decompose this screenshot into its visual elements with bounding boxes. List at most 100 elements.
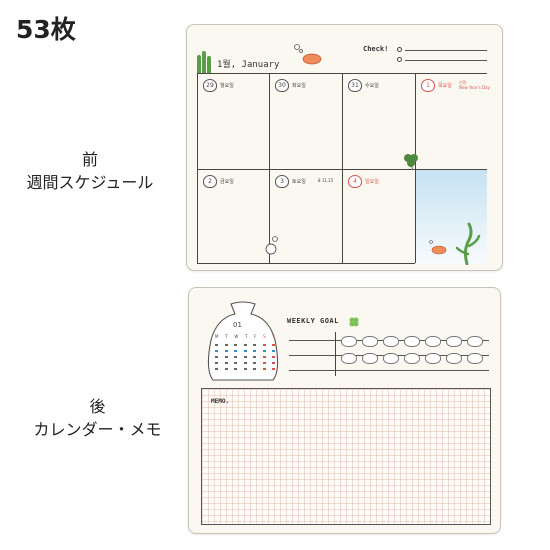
- goal-cloud-sticker[interactable]: [467, 336, 483, 347]
- seaweed-fish-icon: [429, 222, 481, 265]
- mini-calendar-day-mark: [253, 356, 256, 358]
- mini-calendar-day-mark: [215, 344, 218, 346]
- grid-col-0: [197, 73, 199, 263]
- goal-cloud-sticker[interactable]: [383, 353, 399, 364]
- back-label-desc: カレンダー・メモ: [33, 420, 162, 439]
- plant-icon: [197, 51, 211, 73]
- goal-cloud-sticker[interactable]: [467, 353, 483, 364]
- back-label: 後 カレンダー・メモ: [10, 395, 185, 441]
- mini-calendar-day-mark: [262, 362, 266, 364]
- clover-icon: [404, 154, 418, 171]
- back-label-title: 後: [89, 397, 106, 416]
- check-label: Check!: [363, 45, 389, 53]
- mini-calendar-day-mark: [234, 356, 237, 358]
- mini-calendar-day-mark: [215, 362, 218, 364]
- date-number: 1: [421, 79, 435, 92]
- mini-calendar-day-mark: [224, 350, 228, 352]
- mini-calendar-day-mark: [243, 368, 247, 370]
- goal-cloud-sticker[interactable]: [341, 353, 357, 364]
- mini-calendar-week-row: [215, 342, 275, 348]
- mini-calendar-grid: [215, 342, 275, 372]
- day-name: 일요일: [365, 179, 379, 185]
- date-number: 3: [275, 175, 289, 188]
- holiday-note: 신정 New Year's Day: [459, 80, 490, 90]
- date-number: 31: [348, 79, 362, 92]
- day-name: 금요일: [220, 179, 234, 185]
- goal-cloud-sticker[interactable]: [404, 336, 420, 347]
- mini-calendar-day-mark: [224, 344, 228, 346]
- mini-calendar-day-mark: [215, 356, 218, 358]
- goal-cloud-sticker[interactable]: [341, 336, 357, 347]
- mini-calendar-week-row: [215, 360, 275, 366]
- mini-calendar-weekday: S: [263, 334, 266, 339]
- mini-calendar-day-mark: [262, 344, 266, 346]
- goal-cloud-sticker[interactable]: [446, 336, 462, 347]
- mini-calendar-day-mark: [234, 344, 237, 346]
- mini-calendar-day-mark: [215, 350, 218, 352]
- goal-cloud-sticker[interactable]: [425, 353, 441, 364]
- mini-calendar-weekday: M: [215, 334, 219, 339]
- mini-calendar-weekday: S: [272, 334, 275, 339]
- mini-calendar-day-mark: [224, 356, 228, 358]
- front-label: 前 週間スケジュール: [10, 148, 170, 194]
- mini-calendar-day-mark: [243, 356, 247, 358]
- check-line-2: [405, 60, 487, 61]
- memo-label: MEMO.: [211, 398, 230, 405]
- mini-calendar-week-row: [215, 348, 275, 354]
- mini-calendar-weekday: W: [234, 334, 239, 339]
- goal-cloud-sticker[interactable]: [446, 353, 462, 364]
- mini-calendar-day-mark: [262, 350, 266, 352]
- grid-col-1: [269, 73, 271, 263]
- mini-calendar-day-mark: [272, 362, 275, 364]
- date-number: 2: [203, 175, 217, 188]
- mini-calendar-day-mark: [243, 362, 247, 364]
- mini-calendar-weekday: F: [254, 334, 257, 339]
- day-name: 목요일: [438, 83, 452, 89]
- mini-calendar-month: 01: [233, 321, 242, 329]
- mini-calendar-day-mark: [253, 344, 256, 346]
- mini-calendar-bag-icon: [207, 301, 279, 381]
- check-circle-1[interactable]: [397, 47, 402, 52]
- mini-calendar-week-row: [215, 366, 275, 372]
- date-number: 4: [348, 175, 362, 188]
- goal-line-3: [289, 370, 489, 371]
- mini-calendar-day-mark: [224, 362, 228, 364]
- day-name: 토요일: [292, 179, 306, 185]
- mini-calendar-day-mark: [262, 356, 266, 358]
- goal-cloud-sticker[interactable]: [362, 336, 378, 347]
- check-circle-2[interactable]: [397, 57, 402, 62]
- front-label-desc: 週間スケジュール: [26, 173, 154, 192]
- date-number: 30: [275, 79, 289, 92]
- mini-calendar-day-mark: [234, 362, 237, 364]
- mini-calendar-day-mark: [272, 368, 275, 370]
- goal-cloud-sticker[interactable]: [362, 353, 378, 364]
- month-title: 1월, January: [217, 60, 280, 70]
- mini-calendar-day-mark: [215, 368, 218, 370]
- bubbles-icon: [265, 236, 278, 255]
- memo-grid[interactable]: [201, 388, 491, 525]
- clover-icon: [349, 317, 359, 327]
- goal-cloud-sticker[interactable]: [425, 336, 441, 347]
- goal-cloud-sticker[interactable]: [383, 336, 399, 347]
- goal-cloud-sticker[interactable]: [404, 353, 420, 364]
- weekly-goal-label: WEEKLY GOAL: [287, 317, 339, 325]
- mini-calendar-day-mark: [253, 350, 256, 352]
- date-number: 29: [203, 79, 217, 92]
- day-cell-extra: 8 11.15: [318, 178, 334, 183]
- mini-calendar-weekday: T: [244, 334, 248, 339]
- mini-calendar-day-mark: [272, 356, 275, 358]
- mini-calendar-day-mark: [253, 362, 256, 364]
- check-line-1: [405, 50, 487, 51]
- mini-calendar-day-mark: [272, 350, 275, 352]
- mini-calendar-week-row: [215, 354, 275, 360]
- mini-calendar-day-mark: [253, 368, 256, 370]
